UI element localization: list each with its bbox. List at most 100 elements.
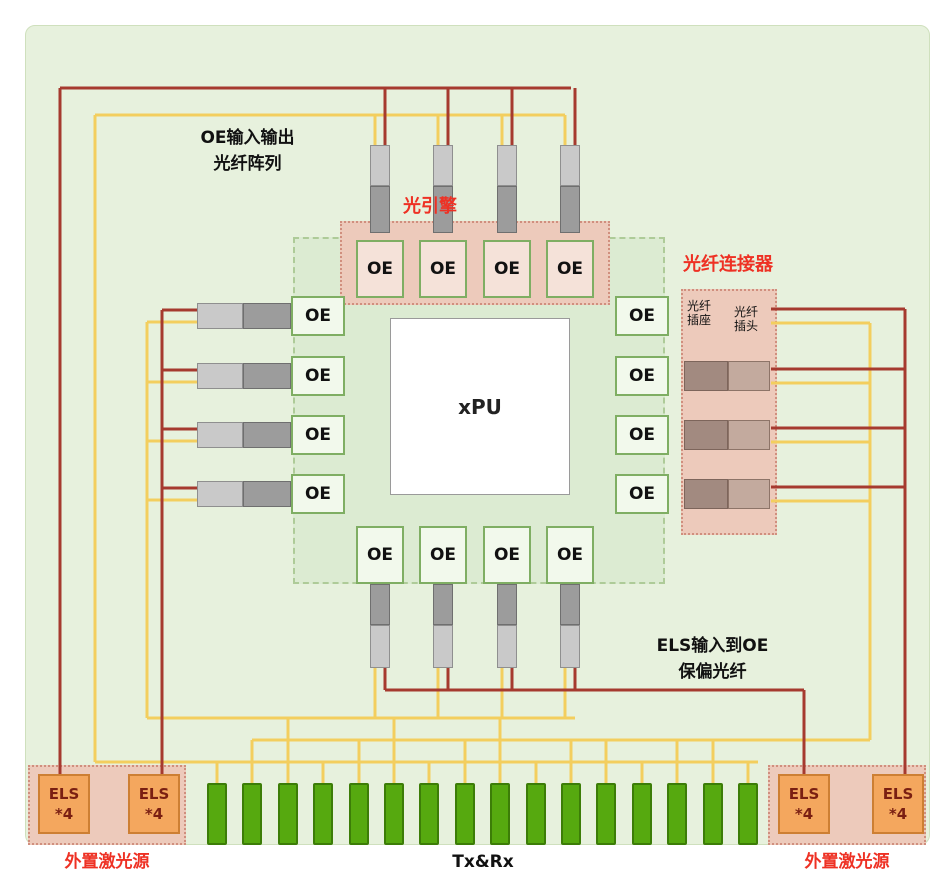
oe-module-left: OE (291, 356, 345, 396)
xpu-chip: xPU (390, 318, 570, 495)
connector-body (433, 584, 453, 625)
connector-ferrule (197, 481, 243, 507)
txrx-bar (596, 783, 616, 845)
oe-module-bottom: OE (356, 526, 404, 584)
connector-body (497, 186, 517, 233)
oe-fiber-connector-left (197, 303, 291, 329)
connector-ferrule (197, 422, 243, 448)
txrx-bar (703, 783, 723, 845)
fiber-socket-block (684, 479, 728, 509)
fiber-socket-block (684, 420, 728, 450)
els-count: *4 (888, 805, 908, 823)
connector-ferrule (370, 625, 390, 668)
oe-fiber-connector-top (497, 145, 517, 233)
txrx-bar (526, 783, 546, 845)
oe-module-bottom: OE (546, 526, 594, 584)
oe-fiber-connector-top (370, 145, 390, 233)
oe-fiber-connector-bottom (560, 584, 580, 668)
oe-fiber-connector-bottom (433, 584, 453, 668)
oe-module-right: OE (615, 474, 669, 514)
fiber-plug-label: 光纤插头 (733, 305, 758, 334)
txrx-bar (349, 783, 369, 845)
oe-fiber-connector-left (197, 422, 291, 448)
els-label: ELS (48, 784, 80, 803)
fiber-plug-block (728, 361, 770, 391)
fiber-plug-block (728, 420, 770, 450)
external-laser-label-right: 外置激光源 (804, 852, 890, 872)
els-box: ELS *4 (128, 774, 180, 834)
connector-body (243, 422, 291, 448)
txrx-label: Tx&Rx (452, 852, 514, 872)
oe-module-right: OE (615, 296, 669, 336)
connector-ferrule (197, 363, 243, 389)
els-fiber-label-line2: 保偏光纤 (678, 661, 747, 682)
oe-module-left: OE (291, 474, 345, 514)
oe-fiber-connector-bottom (497, 584, 517, 668)
txrx-bar (738, 783, 758, 845)
external-laser-label-left: 外置激光源 (64, 852, 150, 872)
txrx-bar (207, 783, 227, 845)
connector-ferrule (433, 145, 453, 186)
els-label: ELS (788, 784, 820, 803)
els-box: ELS *4 (38, 774, 90, 834)
oe-module-right: OE (615, 356, 669, 396)
connector-ferrule (560, 625, 580, 668)
connector-ferrule (197, 303, 243, 329)
connector-body (243, 303, 291, 329)
connector-body (560, 584, 580, 625)
connector-ferrule (497, 145, 517, 186)
txrx-bar (384, 783, 404, 845)
txrx-bar (242, 783, 262, 845)
fiber-plug-block (728, 479, 770, 509)
optical-engine-label: 光引擎 (403, 196, 457, 217)
oe-fiber-connector-left (197, 481, 291, 507)
els-label: ELS (882, 784, 914, 803)
oe-module-left: OE (291, 415, 345, 455)
fiber-socket-plug-pair (684, 420, 770, 450)
fiber-socket-plug-pair (684, 479, 770, 509)
txrx-bar (632, 783, 652, 845)
fiber-socket-label: 光纤插座 (686, 299, 711, 328)
oe-module-bottom: OE (419, 526, 467, 584)
oe-module-top: OE (419, 240, 467, 298)
fiber-socket-block (684, 361, 728, 391)
connector-body (560, 186, 580, 233)
oe-fiber-connector-top (433, 145, 453, 233)
connector-ferrule (370, 145, 390, 186)
els-count: *4 (144, 805, 164, 823)
fiber-array-label-line1: OE输入输出 (200, 128, 295, 148)
els-box: ELS *4 (872, 774, 924, 834)
connector-ferrule (560, 145, 580, 186)
els-count: *4 (794, 805, 814, 823)
oe-module-top: OE (546, 240, 594, 298)
els-count: *4 (54, 805, 74, 823)
txrx-bar (313, 783, 333, 845)
fiber-socket-plug-pair (684, 361, 770, 391)
connector-body (497, 584, 517, 625)
txrx-bar (667, 783, 687, 845)
connector-body (433, 186, 453, 233)
txrx-bar (278, 783, 298, 845)
connector-body (370, 186, 390, 233)
oe-module-right: OE (615, 415, 669, 455)
fiber-array-label: OE输入输出 光纤阵列 (160, 126, 335, 177)
txrx-bar (561, 783, 581, 845)
els-box: ELS *4 (778, 774, 830, 834)
connector-ferrule (433, 625, 453, 668)
txrx-bar (490, 783, 510, 845)
els-label: ELS (138, 784, 170, 803)
fiber-array-label-line2: 光纤阵列 (213, 153, 282, 174)
oe-fiber-connector-left (197, 363, 291, 389)
txrx-bar (419, 783, 439, 845)
connector-ferrule (497, 625, 517, 668)
fiber-connector-label: 光纤连接器 (683, 254, 773, 275)
connector-body (243, 363, 291, 389)
txrx-bar (455, 783, 475, 845)
els-fiber-label-line1: ELS输入到OE (656, 636, 769, 656)
oe-module-left: OE (291, 296, 345, 336)
els-fiber-label: ELS输入到OE 保偏光纤 (630, 634, 795, 685)
oe-fiber-connector-top (560, 145, 580, 233)
oe-module-top: OE (356, 240, 404, 298)
oe-fiber-connector-bottom (370, 584, 390, 668)
